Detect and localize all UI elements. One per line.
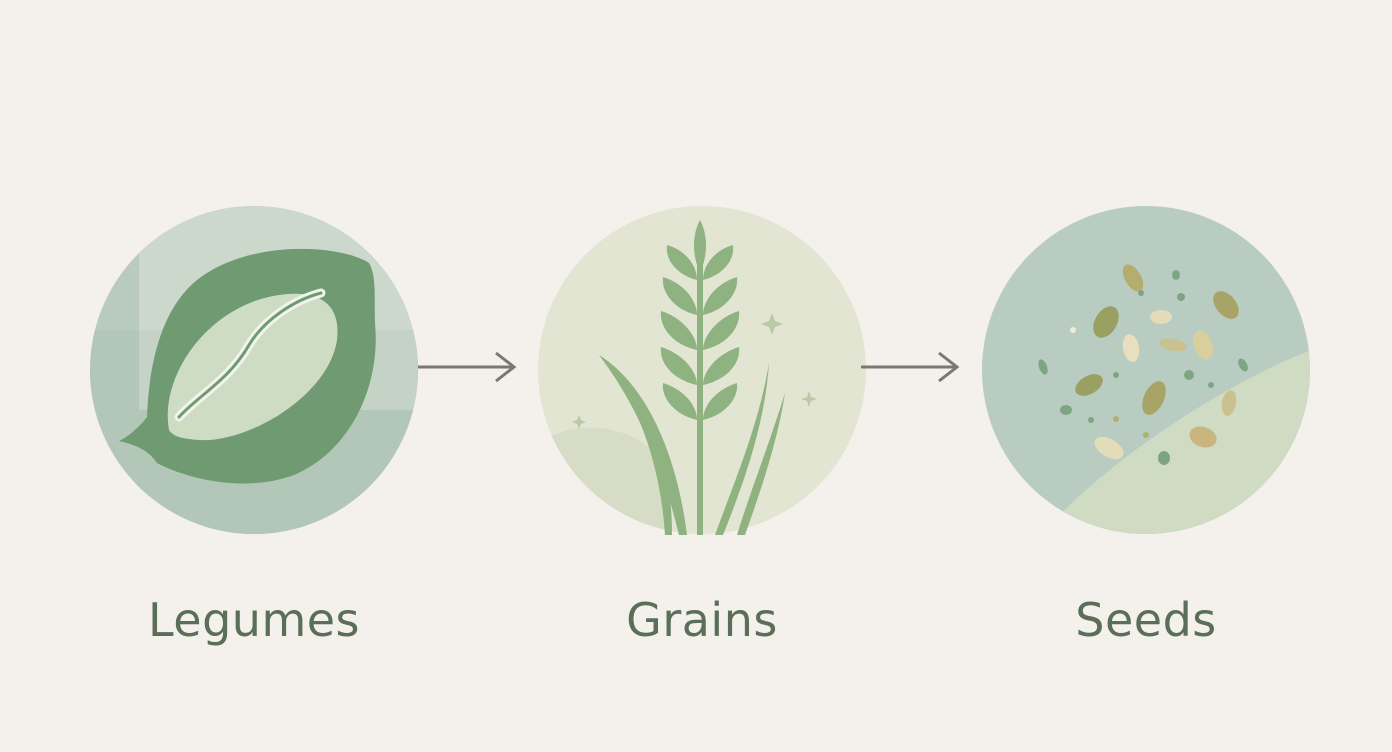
wheat-stalk-icon — [538, 206, 866, 535]
seeds-label: Seeds — [1075, 593, 1217, 647]
grains-node — [537, 205, 867, 535]
grains-label: Grains — [626, 593, 778, 647]
arrow-right-icon — [418, 347, 518, 387]
legumes-label: Legumes — [147, 593, 361, 647]
scattered-seeds-icon — [982, 206, 1310, 534]
arrow-right-icon — [861, 347, 961, 387]
seeds-node — [981, 205, 1311, 535]
legume-pod-icon — [90, 206, 418, 534]
legumes-node — [89, 205, 419, 535]
